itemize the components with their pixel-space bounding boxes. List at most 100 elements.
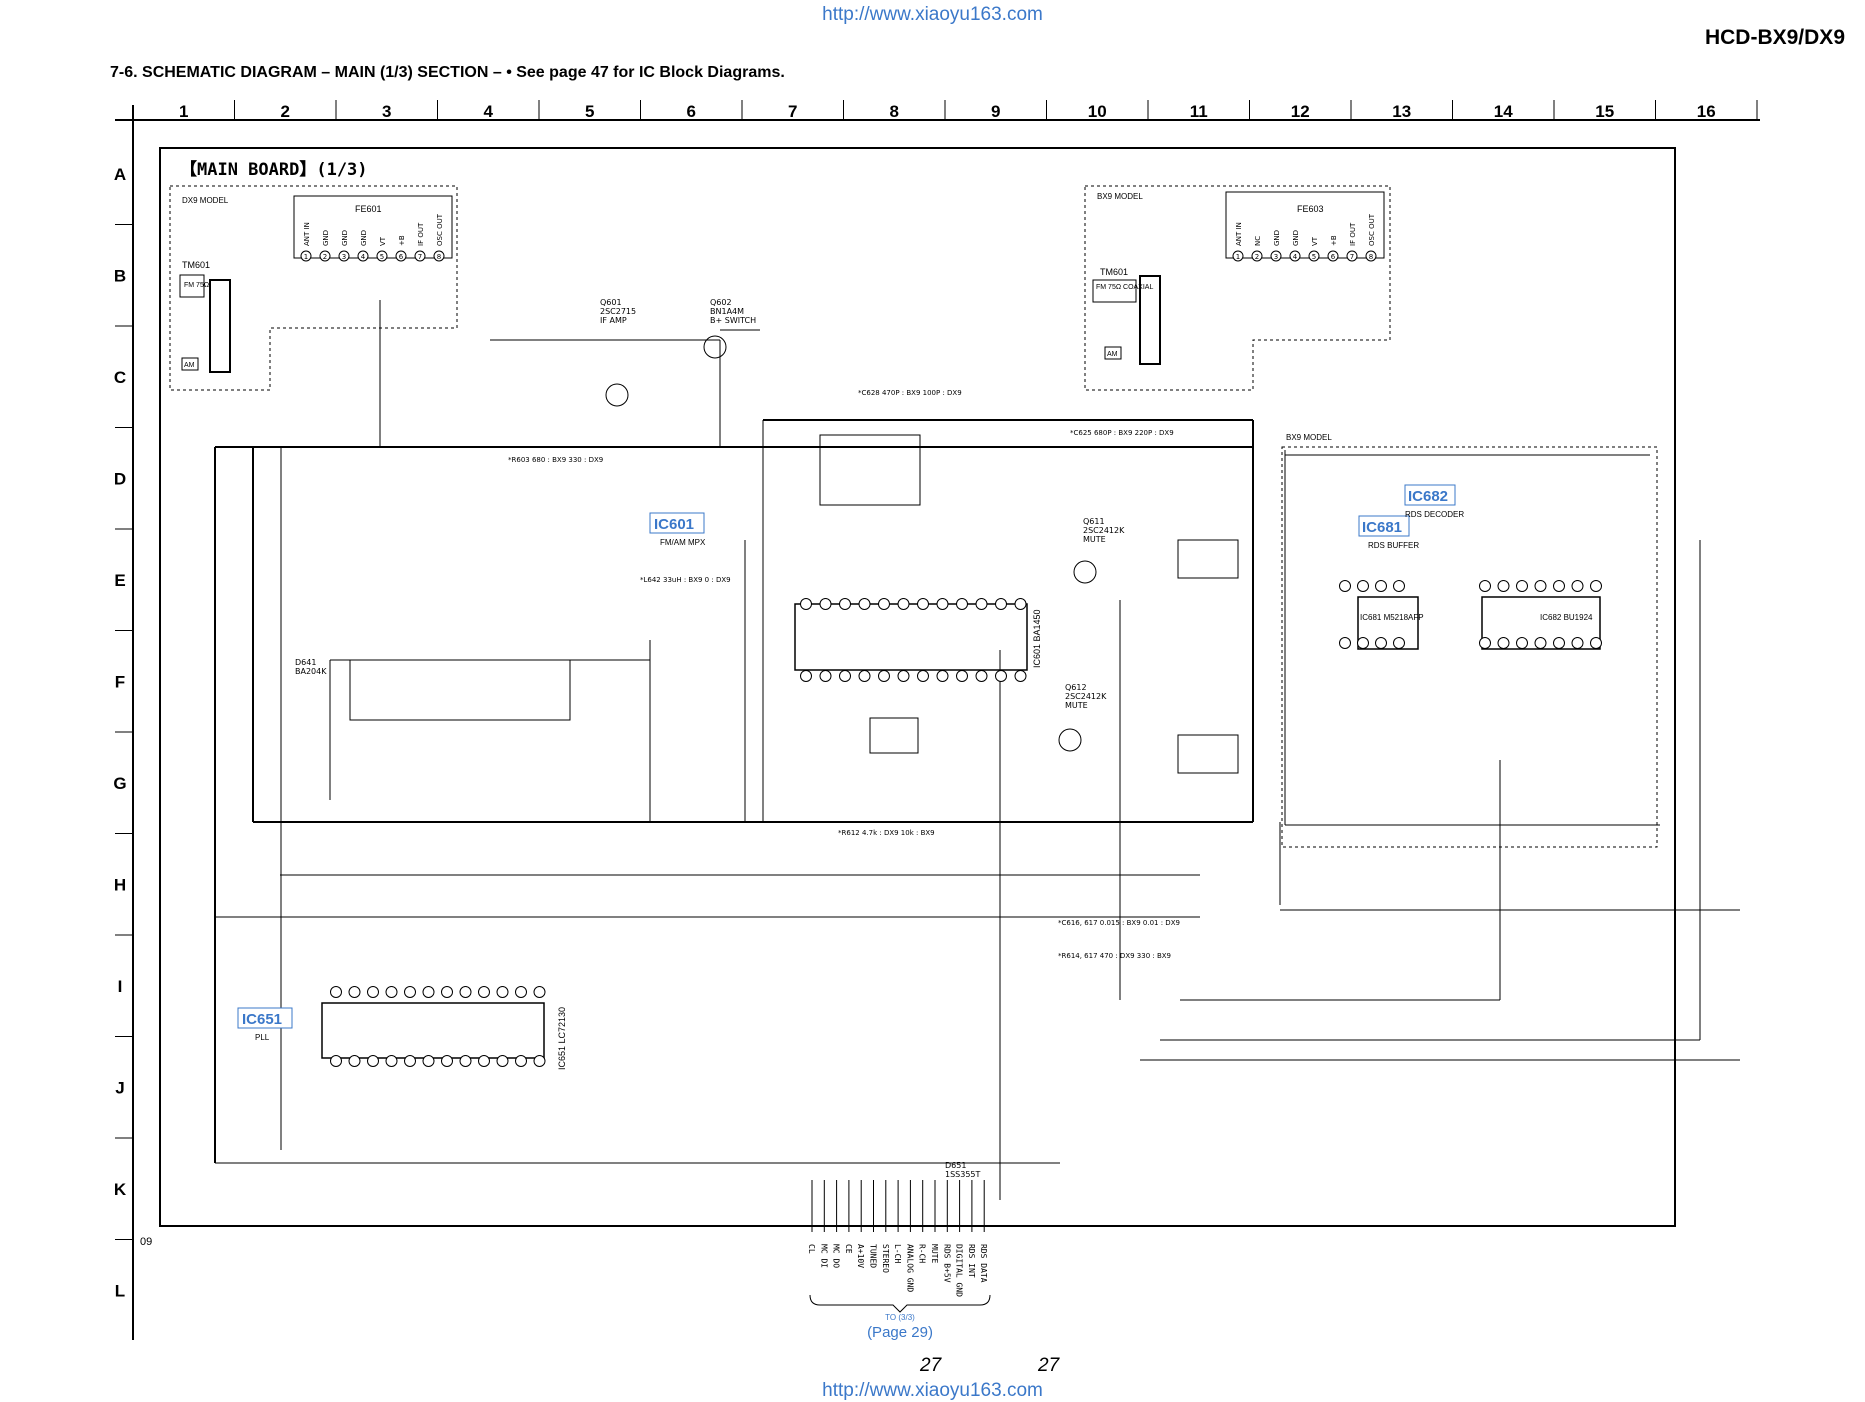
ic651-name: IC651 (242, 1011, 282, 1028)
main-board-outline (159, 147, 1676, 1227)
ic-pin (956, 670, 968, 682)
ic-pin (1339, 580, 1351, 592)
watermark-url-bottom[interactable]: http://www.xiaoyu163.com (822, 1380, 1043, 1401)
ic-pin (858, 670, 871, 682)
transistor-symbols (605, 335, 1097, 752)
ic681-desc: RDS BUFFER (1368, 541, 1419, 550)
ic-pin (533, 1055, 546, 1067)
pin-number: 2 (323, 253, 327, 261)
pin (395, 250, 407, 262)
pin-number: 5 (1312, 253, 1316, 261)
connector-pin-label: RDS B+5V (942, 1244, 951, 1283)
pin (338, 250, 350, 262)
board-title: 【MAIN BOARD】(1/3) (180, 159, 368, 180)
ic-pin (800, 598, 812, 610)
transistor-ref: D651 (945, 1161, 966, 1170)
pin (1251, 250, 1263, 262)
connector-pin-label: STEREO (881, 1244, 890, 1273)
ic-pin (385, 1055, 398, 1067)
ic-pin (441, 1055, 453, 1067)
ic681-name: IC681 (1362, 519, 1402, 536)
transistor-part: 1SS355T (945, 1170, 981, 1179)
ic-pin (1339, 637, 1351, 649)
tm601-left-label: TM601 (182, 260, 210, 270)
ic-pin (1534, 637, 1547, 649)
page-number-left: 27 (920, 1355, 942, 1376)
ic601-name: IC601 (654, 516, 694, 533)
ic-pin (1571, 580, 1584, 592)
ic-pin (1479, 580, 1491, 592)
ic-pin (1590, 637, 1602, 649)
ic-pin (478, 986, 490, 998)
connector-pin-label: A+10V (856, 1244, 865, 1268)
pin (433, 250, 445, 262)
dx9-model-label: DX9 MODEL (182, 196, 229, 205)
pin (1308, 250, 1320, 262)
connector-page-link[interactable]: (Page 29) (867, 1324, 933, 1341)
grid-frame (115, 105, 1760, 1340)
row-label: H (114, 875, 126, 894)
pin (1365, 250, 1377, 262)
transistor-ref: Q612 (1065, 683, 1087, 692)
watermark-url-top[interactable]: http://www.xiaoyu163.com (822, 4, 1043, 25)
pin-label: GND (1292, 230, 1300, 246)
page-number-right: 27 (1038, 1355, 1060, 1376)
pin-label: GND (1273, 230, 1281, 246)
row-label: J (115, 1078, 124, 1097)
pin (376, 250, 388, 262)
ic-pin (917, 598, 929, 610)
connector-pin-label: ANALOG GND (905, 1244, 914, 1292)
column-label: 4 (484, 102, 494, 121)
pin (319, 250, 331, 262)
tm601-right-terminal (1139, 275, 1161, 365)
fe603-label: FE603 (1297, 204, 1324, 214)
column-label: 11 (1190, 102, 1208, 121)
note-text: *R603 680 : BX9 330 : DX9 (508, 456, 603, 464)
ic-pin (819, 598, 832, 610)
column-label: 16 (1697, 102, 1716, 121)
column-label: 10 (1088, 102, 1107, 121)
component-notes: *C628 470P : BX9 100P : DX9*R603 680 : B… (508, 389, 1180, 960)
column-label: 12 (1291, 102, 1310, 121)
pin-number: 1 (304, 253, 308, 261)
column-label: 3 (382, 102, 391, 121)
ic651-desc: PLL (255, 1033, 270, 1042)
pin-label: IF OUT (1349, 222, 1357, 246)
pin-number: 8 (437, 253, 441, 261)
connector-pin-label: RDS DATA (979, 1244, 988, 1283)
connector-pin-label: MC DO (832, 1244, 841, 1268)
connector-pin-label: CE (844, 1244, 853, 1254)
row-label: B (114, 266, 126, 285)
ic-pin (404, 986, 416, 998)
pin-label: IF OUT (417, 222, 425, 246)
note-text: *C616, 617 0.015 : BX9 0.01 : DX9 (1058, 919, 1180, 927)
ic-pin (1516, 580, 1528, 592)
ic-pin (1516, 637, 1528, 649)
transistor-ref: D641 (295, 658, 316, 667)
pin-label: GND (322, 230, 330, 246)
ic-pin (1393, 637, 1405, 649)
ic-pin (858, 598, 871, 610)
ic682-desc: RDS DECODER (1405, 510, 1464, 519)
pin-number: 3 (1274, 253, 1278, 261)
connector-pin-label: MC DI (819, 1244, 828, 1268)
connector-pin-label: CL (807, 1244, 816, 1254)
fm-75-right-label: FM 75Ω COAXIAL (1096, 284, 1153, 291)
ic-pin (496, 986, 509, 998)
transistor-role: IF AMP (600, 316, 627, 325)
ic-pin (936, 598, 949, 610)
column-label: 8 (890, 102, 899, 121)
pin-number: 5 (380, 253, 384, 261)
connector-pin-label: L-CH (893, 1244, 902, 1263)
note-text: *R614, 617 470 : DX9 330 : BX9 (1058, 952, 1171, 960)
ic-pin (459, 1055, 472, 1067)
ic-pin (459, 986, 472, 998)
transistor-part: 2SC2412K (1083, 526, 1125, 535)
pin-label: GND (341, 230, 349, 246)
pin-number: 3 (342, 253, 346, 261)
pin-label: +B (398, 235, 406, 246)
connector-to-label: TO (3/3) (885, 1313, 915, 1322)
